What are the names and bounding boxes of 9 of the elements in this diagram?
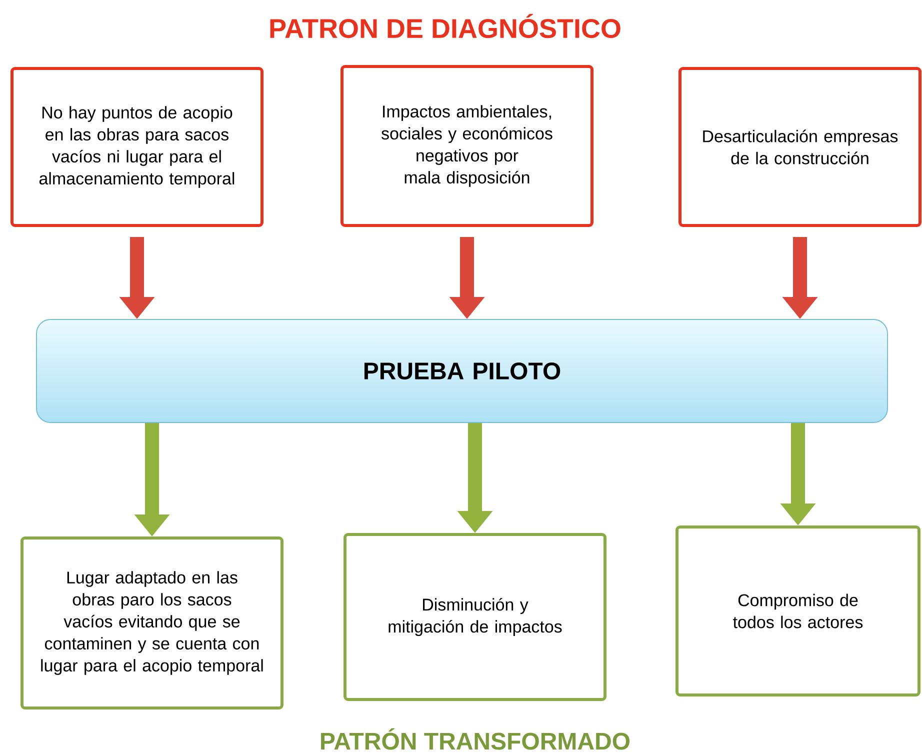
problem-box: Impactos ambientales, sociales y económicos negativos por mala disposición bbox=[340, 65, 594, 227]
result-box: Compromiso de todos los actores bbox=[676, 526, 920, 696]
title: PATRON DE DIAGNÓSTICO bbox=[270, 14, 620, 38]
result-box: Disminución y mitigación de impactos bbox=[344, 533, 606, 701]
problem-box: No hay puntos de acopio en las obras para sacos vacíos ni lugar para el almacenamiento temporal bbox=[10, 67, 264, 227]
caption: PATRÓN TRANSFORMADO bbox=[321, 728, 630, 750]
result-box: Lugar adaptado en las obras paro los sacos vacíos evitando que se contaminen y se cuenta con lugar para el acopio temporal bbox=[20, 536, 284, 710]
problem-box: Desarticulación empresas de la construcción bbox=[678, 67, 922, 227]
process-box: PRUEBA PILOTO bbox=[36, 319, 888, 423]
